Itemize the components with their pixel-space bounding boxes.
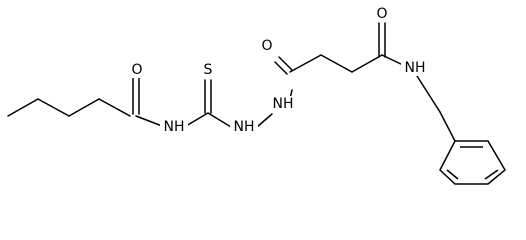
atom-s-thio: S (201, 62, 215, 78)
atom-o-succinyl-1: O (260, 38, 274, 54)
bond-c-nh-2 (207, 112, 232, 128)
chemical-structure: O NH S NH NH O O NH (7, 6, 506, 185)
atom-nh-amide-1-text: NH (164, 119, 185, 135)
bond-ch2-1 (289, 54, 322, 73)
atom-nh-hydrazide-1-text: NH (234, 119, 255, 135)
atom-nh-hydrazide-2: NH (269, 96, 297, 112)
thiocarbonyl-bond (204, 79, 212, 114)
pentyl-chain (7, 98, 131, 117)
bond-nh-nh (256, 113, 273, 128)
atom-nh-benzylamide-text: NH (405, 60, 426, 76)
atom-nh-hydrazide-2-text: NH (273, 96, 294, 112)
atom-o-succinyl-2: O (375, 6, 389, 22)
bond-nh-ch2 (416, 75, 441, 113)
phenyl-ring (439, 140, 506, 185)
carbonyl-bond-1 (132, 77, 140, 115)
bond-c-nh-1 (135, 115, 163, 127)
atom-nh-hydrazide-1: NH (230, 119, 258, 135)
atom-nh-amide-1: NH (160, 119, 188, 135)
atom-o-pentanoyl-text: O (131, 62, 142, 78)
atom-o-succinyl-2-text: O (376, 6, 387, 22)
bond-ch2-3 (351, 54, 383, 73)
atom-nh-benzylamide: NH (401, 60, 429, 76)
bond-ch2-2 (320, 54, 353, 73)
atom-s-thio-text: S (204, 62, 213, 78)
atom-o-succinyl-1-text: O (261, 38, 272, 54)
carbonyl-bond-3 (378, 22, 386, 58)
bond-ch2-phenyl (439, 111, 456, 142)
carbonyl-bond-2 (274, 56, 293, 75)
bond-nh-c-thio (185, 112, 209, 127)
atom-o-pentanoyl: O (130, 62, 144, 78)
